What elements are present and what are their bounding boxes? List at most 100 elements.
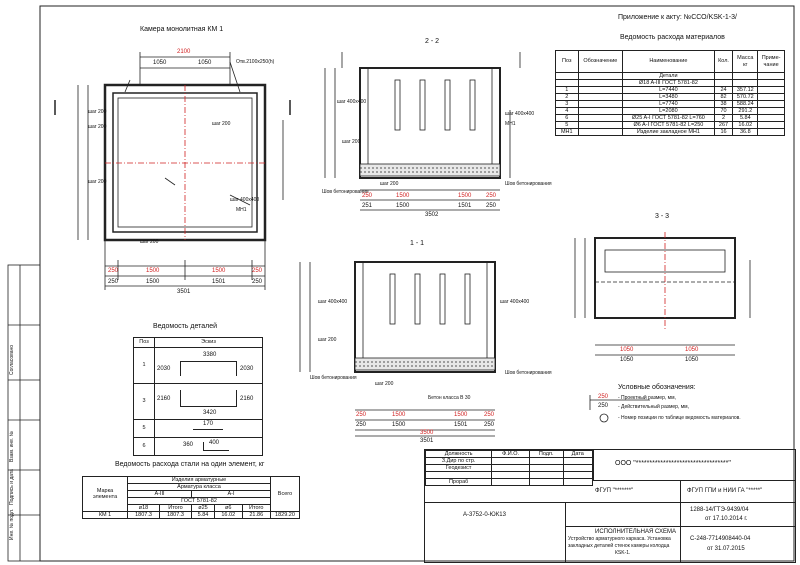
sec11-step: шаг 200 — [375, 381, 394, 387]
sec22-step: шаг 400х400 — [505, 111, 535, 117]
sec22-step: шаг 400х400 — [337, 99, 367, 105]
dim-plan-bottom-red-2: 1500 — [212, 268, 226, 274]
sec11-concrete: Бетон класса В 30 — [428, 395, 471, 401]
col-header: Поз — [555, 50, 579, 73]
sec11-seam: Шов бетонирования — [505, 370, 552, 376]
dim-sec33-red-0: 1050 — [620, 347, 634, 353]
sec11-step: шаг 400х400 — [318, 299, 348, 305]
steel-title: Ведомость расхода стали на один элемент,… — [115, 461, 265, 468]
doc1-number: 1288-14/ГТЭ-9439/04 — [690, 507, 749, 513]
sec22-mh1: МН1 — [505, 121, 516, 127]
plan-step-label: шаг 200 — [212, 121, 231, 127]
table-row: 3 2160 2160 3420 — [133, 383, 263, 420]
dim-sec22-1: 1500 — [396, 203, 410, 209]
steel-table: Марка элемента Изделия арматурные Всего … — [82, 475, 300, 520]
legend-item: - Действительный размер, мм, — [618, 404, 690, 410]
legend-sample — [589, 395, 650, 423]
dim-sec11-3: 250 — [484, 422, 495, 428]
dim-sec11-1: 1500 — [392, 422, 406, 428]
materials-table: Поз Обозначение Наименование Кол. Масса … — [555, 50, 785, 137]
dim-plan-bottom-red-0: 250 — [108, 268, 119, 274]
title-line-4: КSK-1. — [615, 550, 631, 556]
dim-sec22-2: 1501 — [458, 203, 472, 209]
dim-sec22-red-1: 1500 — [396, 193, 410, 199]
sec11-seam: Шов бетонирования — [310, 375, 357, 381]
dim-plan-total: 3501 — [177, 289, 191, 295]
dim-plan-top-red: 2100 — [177, 49, 191, 55]
plan-step-label: шаг 200 — [88, 124, 107, 130]
dim-sec11-2: 1501 — [454, 422, 468, 428]
dim-sec33-0: 1050 — [620, 357, 634, 363]
legend-item: - Номер позиции по таблице ведомость мат… — [618, 415, 741, 421]
title-line-2: Устройство арматурного каркаса. Установк… — [568, 536, 671, 542]
plan-view — [54, 52, 291, 290]
col-header: Кол. — [713, 50, 734, 73]
doc2-number: С-248-7714908440-04 — [690, 536, 751, 542]
dim-sec22-red-3: 250 — [486, 193, 497, 199]
dim-sec22-red-2: 1500 — [458, 193, 472, 199]
section-1-1-title: 1 - 1 — [410, 240, 425, 247]
col-header: Обозначение — [577, 50, 624, 73]
dim-plan-top-a: 1050 — [153, 60, 167, 66]
sec22-step: шаг 200 — [380, 181, 399, 187]
dim-sec33-1: 1050 — [685, 357, 699, 363]
plan-opening-note: Отв.2100х250(h) — [236, 59, 275, 65]
dim-plan-top-b: 1050 — [198, 60, 212, 66]
sec11-step: шаг 400х400 — [500, 299, 530, 305]
dim-plan-bottom-0: 250 — [108, 279, 119, 285]
fgup-a: ФГУП "*******" — [595, 488, 634, 494]
details-title: Ведомость деталей — [153, 323, 218, 330]
side-label: Согласовано — [9, 344, 15, 375]
dim-sec11-red-3: 250 — [484, 412, 495, 418]
org-name: ООО "**********************************" — [615, 460, 731, 467]
plan-mh1-label: МН1 — [236, 207, 247, 213]
sec22-seam: Шов бетонирования — [322, 189, 369, 195]
doc1-date: от 17.10.2014 г. — [705, 516, 748, 522]
legend-sample-black: 250 — [598, 403, 609, 409]
dim-sec11-0: 250 — [356, 422, 367, 428]
section-2-2-title: 2 - 2 — [425, 38, 440, 45]
table-row: 1 3380 2030 2030 — [133, 347, 263, 384]
dim-sec11-red-0: 250 — [356, 412, 367, 418]
dim-sec11-total: 3501 — [420, 438, 434, 444]
sec22-seam: Шов бетонирования — [505, 181, 552, 187]
side-label: Инв. № подл. — [9, 508, 15, 540]
fgup-b: ФГУП ГПИ и НИИ ГА "*****" — [687, 488, 763, 494]
title-line-3: закладных деталей стенок камеры колодца — [568, 543, 670, 549]
dim-sec22-3: 250 — [486, 203, 497, 209]
section-3-3-title: 3 - 3 — [655, 213, 670, 220]
doc2-date: от 31.07.2015 — [707, 546, 745, 552]
group-label: Детали — [622, 71, 715, 81]
subgroup-label: Ø18 A-III ГОСТ 5781-82 — [622, 79, 715, 88]
materials-title: Ведомость расхода материалов — [620, 34, 725, 41]
details-table: Поз Эскиз 1 3380 2030 2030 3 2160 2160 3… — [133, 337, 263, 456]
dim-plan-bottom-red-3: 250 — [252, 268, 263, 274]
section-2-2 — [324, 52, 521, 211]
legend-sample-red: 250 — [598, 394, 609, 400]
dim-sec11-red-1: 1500 — [392, 412, 406, 418]
col-header: Приме-чание — [757, 50, 785, 73]
dim-sec22-0: 251 — [362, 203, 373, 209]
section-1-1 — [299, 261, 496, 437]
table-row: 6 360 400 — [133, 437, 263, 456]
legend-item: - Проектный размер, мм, — [618, 395, 676, 401]
sec22-step: шаг 200 — [342, 139, 361, 145]
col-header: Эскиз — [154, 337, 263, 348]
section-3-3 — [574, 232, 751, 356]
side-label: Подпись и дата — [9, 469, 15, 505]
col-header: Масса кг — [732, 50, 759, 73]
col-header: Наименование — [622, 50, 715, 73]
title-line-1: ИСПОЛНИТЕЛЬНАЯ СХЕМА — [595, 529, 677, 535]
plan-step-label: шаг 200 — [88, 109, 107, 115]
appendix-ref: Приложение к акту: №ССО/KSK-1-3/ — [618, 14, 737, 21]
col-header: Поз — [133, 337, 155, 348]
side-label: Взам. инв. № — [9, 431, 15, 462]
dim-plan-bottom-red-1: 1500 — [146, 268, 160, 274]
